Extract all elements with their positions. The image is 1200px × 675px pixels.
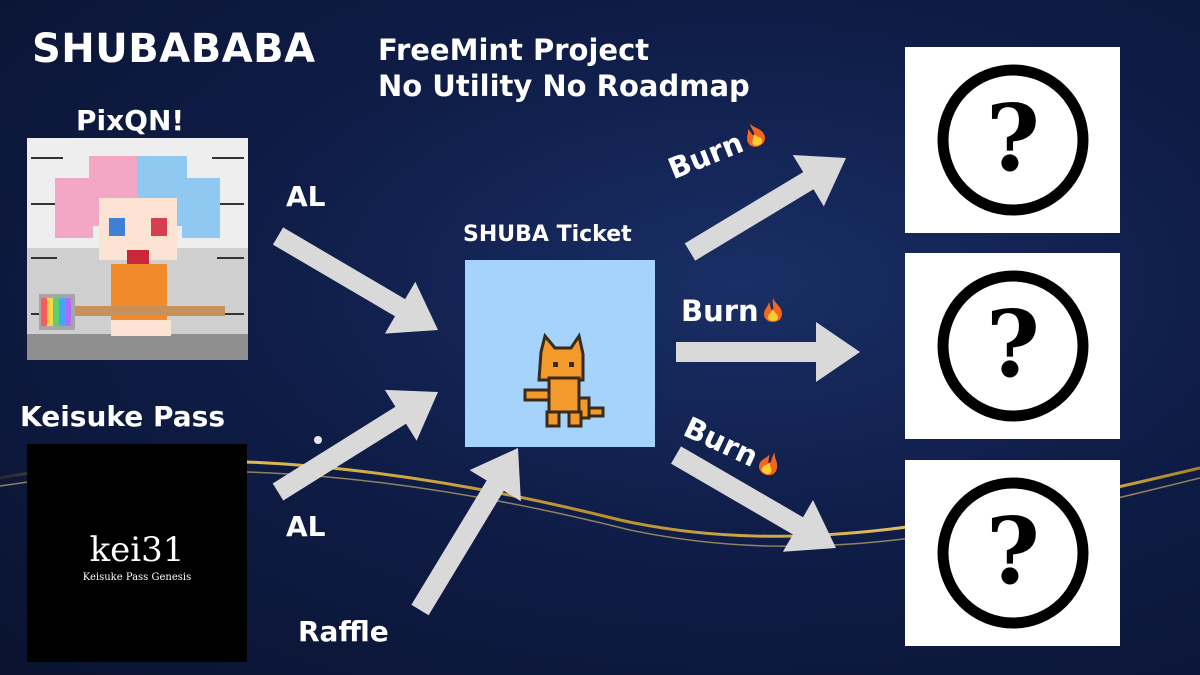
tagline: FreeMint Project No Utility No Roadmap [378,32,750,104]
fire-icon [763,298,782,322]
mystery-reward-2: ? [905,253,1120,439]
mystery-reward-1: ? [905,47,1120,233]
page-title: SHUBABABA [32,26,316,72]
cat-icon [523,332,605,428]
question-circle-icon: ? [937,270,1088,422]
pixqn-label: PixQN! [76,104,185,137]
burn-edge-label-bottom: Burn [679,410,787,485]
al-edge-label-top: AL [286,180,326,213]
tagline-line-1: FreeMint Project [378,33,650,67]
pixel-girl-illustration [27,138,248,360]
keisuke-card-name: kei31 [89,530,185,570]
shuba-ticket-image [465,260,655,447]
keisuke-card-subtitle: Keisuke Pass Genesis [82,572,192,583]
question-circle-icon: ? [937,477,1088,629]
keisuke-pass-label: Keisuke Pass [20,400,225,433]
raffle-edge-label: Raffle [298,615,389,648]
pixqn-image [27,138,248,360]
question-circle-icon: ? [937,64,1088,216]
question-mark: ? [986,497,1040,605]
sparkle-decoration [314,436,322,444]
tagline-line-2: No Utility No Roadmap [378,69,750,103]
question-mark: ? [986,290,1040,398]
al-edge-label-bottom: AL [286,510,326,543]
burn-text: Burn [681,294,759,328]
question-mark: ? [986,84,1040,192]
mystery-reward-3: ? [905,460,1120,646]
burn-edge-label-top: Burn [663,116,772,186]
fire-icon [758,452,777,476]
keisuke-pass-image: kei31 Keisuke Pass Genesis [27,444,247,662]
burn-edge-label-middle: Burn [681,294,785,328]
fire-icon [746,123,765,147]
shuba-ticket-label: SHUBA Ticket [463,222,632,247]
